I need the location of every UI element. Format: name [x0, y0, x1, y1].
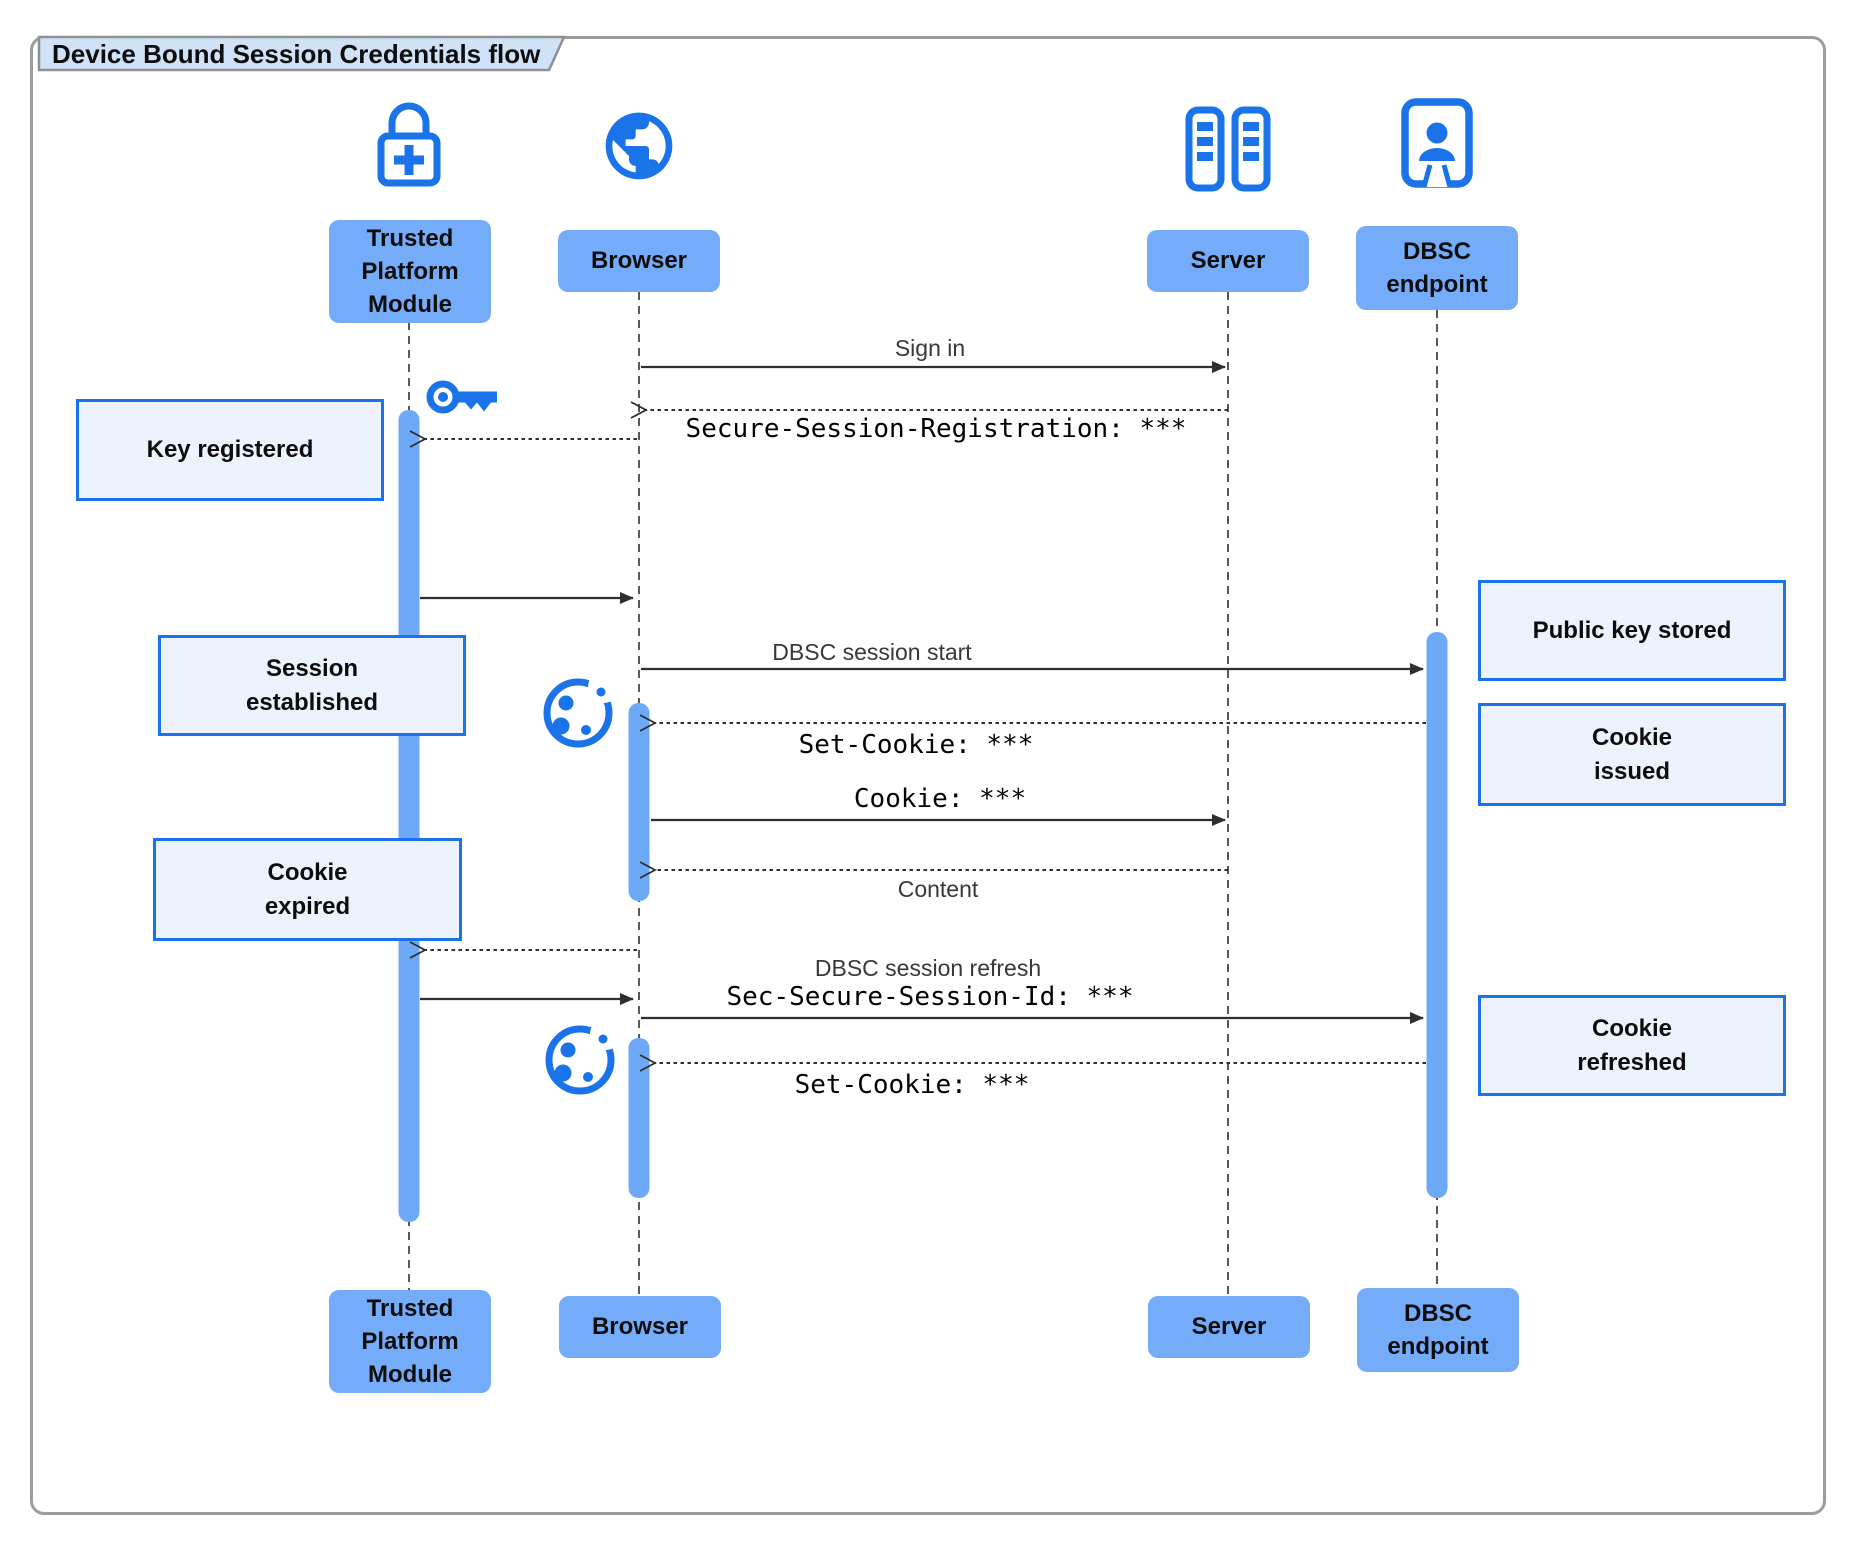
activation-bars	[398, 410, 1448, 1222]
note-cookie-refreshed: Cookie refreshed	[1478, 995, 1786, 1096]
activation-browser-1	[628, 703, 650, 901]
cookie-icon	[549, 1018, 622, 1091]
participant-dbsc-bottom: DBSC endpoint	[1357, 1288, 1519, 1372]
note-cookie-expired: Cookie expired	[153, 838, 462, 941]
message-set-cookie-2: Set-Cookie: ***	[794, 1070, 1030, 1100]
door-person-icon	[1401, 98, 1473, 188]
note-public-key-stored: Public key stored	[1478, 580, 1786, 681]
message-sec-secure-session-id: Sec-Secure-Session-Id: ***	[726, 982, 1134, 1012]
key-icon	[426, 380, 497, 414]
server-rack-icon	[1185, 106, 1271, 192]
note-session-established: Session established	[158, 635, 466, 736]
participant-dbsc-top: DBSC endpoint	[1356, 226, 1518, 310]
participant-tpm-top: Trusted Platform Module	[329, 220, 491, 323]
participant-tpm-bottom: Trusted Platform Module	[329, 1290, 491, 1393]
activation-tpm	[398, 410, 420, 1222]
title-tab	[37, 35, 566, 72]
message-cookie: Cookie: ***	[853, 784, 1027, 814]
lock-plus-icon	[377, 102, 441, 187]
message-sign-in: Sign in	[894, 335, 966, 361]
diagram-title: Device Bound Session Credentials flow	[52, 39, 541, 69]
globe-icon	[605, 112, 673, 180]
activation-dbsc	[1426, 632, 1448, 1198]
dotted-arrows	[409, 401, 1426, 1072]
message-dbsc-session-refresh: DBSC session refresh	[814, 955, 1042, 981]
message-dbsc-session-start: DBSC session start	[772, 639, 972, 665]
participant-browser-top: Browser	[558, 230, 720, 292]
cookie-icon	[547, 671, 620, 744]
participant-browser-bottom: Browser	[559, 1296, 721, 1358]
message-session-registration: Secure-Session-Registration: ***	[685, 414, 1187, 444]
participant-server-bottom: Server	[1148, 1296, 1310, 1358]
solid-arrows	[420, 361, 1424, 1024]
note-cookie-issued: Cookie issued	[1478, 703, 1786, 806]
participant-server-top: Server	[1147, 230, 1309, 292]
message-set-cookie-1: Set-Cookie: ***	[798, 730, 1034, 760]
activation-browser-2	[628, 1038, 650, 1198]
message-content: Content	[897, 876, 979, 902]
note-key-registered: Key registered	[76, 399, 384, 501]
